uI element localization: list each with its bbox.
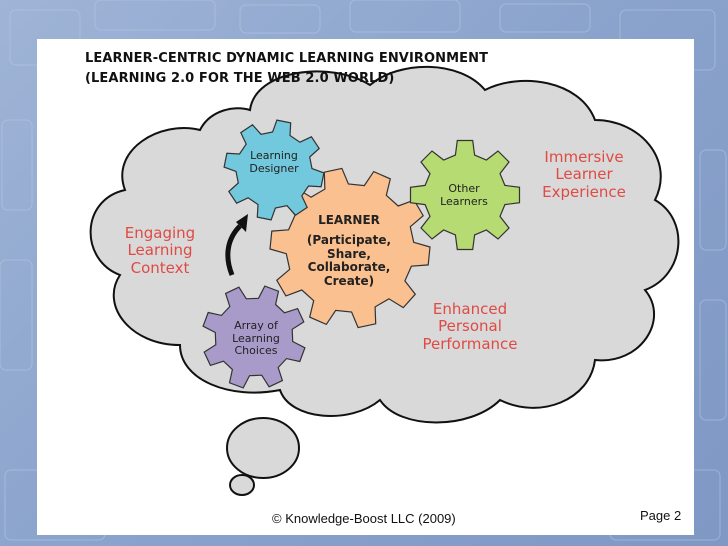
engaging-line1: Engaging [124,224,196,242]
engaging-line3: Context [130,258,190,277]
thought-bubble-small [229,474,255,496]
gear-other-learners [409,139,521,251]
engaging-context-label: Engaging Learning Context [110,224,210,277]
choices-gear-label: Array of Learning Choices [218,319,294,358]
page-number: Page 2 [640,508,682,523]
choices-line3: Choices [234,344,278,358]
immersive-line3: Experience [542,182,626,201]
gear-learner [269,167,431,329]
choices-line2: Learning [232,331,280,345]
arrow-head-icon [236,214,248,232]
immersive-line1: Immersive [544,148,624,166]
thought-bubble-large [226,417,300,479]
learner-gear-label: LEARNER (Participate, Share, Collaborate… [294,213,404,289]
gear-learning-choices [202,285,306,389]
other-line2: Learners [440,194,488,208]
learner-line1: (Participate, [306,232,392,247]
gear-learning-designer [223,119,325,221]
learner-line3: Collaborate, [307,260,391,275]
enhanced-line3: Performance [422,334,518,353]
enhanced-performance-label: Enhanced Personal Performance [415,300,525,353]
designer-line2: Designer [249,161,299,175]
slide-title-line2: (LEARNING 2.0 FOR THE WEB 2.0 WORLD) [85,71,395,86]
learner-title: LEARNER [318,213,380,227]
other-line1: Other [448,182,480,195]
immersive-experience-label: Immersive Learner Experience [534,148,634,201]
designer-gear-label: Learning Designer [236,149,312,175]
choices-line1: Array of [234,319,278,332]
designer-line1: Learning [250,149,298,162]
immersive-line2: Learner [555,165,613,184]
enhanced-line1: Enhanced [432,300,508,318]
engaging-line2: Learning [127,241,193,260]
copyright-footer: © Knowledge-Boost LLC (2009) [272,511,456,526]
learner-line4: Create) [323,274,375,289]
learner-line2: Share, [327,246,371,261]
curved-arrow [225,224,242,276]
other-learners-gear-label: Other Learners [424,182,504,208]
enhanced-line2: Personal [438,317,502,336]
slide-title-line1: LEARNER-CENTRIC DYNAMIC LEARNING ENVIRON… [85,51,489,66]
